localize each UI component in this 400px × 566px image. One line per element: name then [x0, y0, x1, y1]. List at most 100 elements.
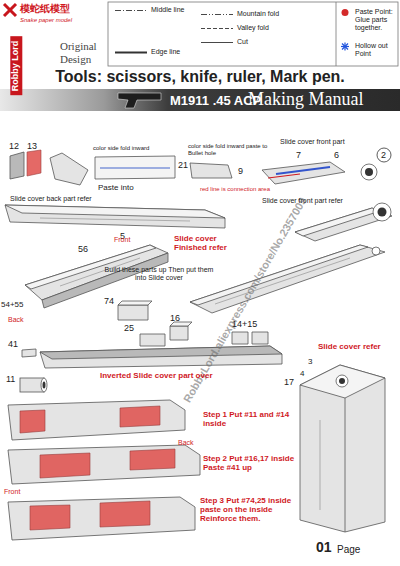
direction-tag: Back — [8, 316, 24, 324]
top-parts — [95, 156, 175, 179]
legend-text: Paste Point: Glue parts together. — [355, 8, 399, 32]
cut-line-sample — [200, 38, 234, 47]
legend-frame — [108, 2, 398, 66]
part-number: 3 — [308, 357, 312, 366]
valley-fold-sample — [201, 28, 233, 29]
part-number: 56 — [78, 244, 88, 254]
inner-parts — [118, 301, 152, 305]
legend-item: Valley fold — [200, 24, 269, 33]
slide-inverted — [43, 382, 46, 389]
legend-text: Cut — [237, 38, 248, 46]
hollow-out-symbol — [341, 43, 349, 51]
slide-assembly — [300, 365, 385, 532]
legend-text: Middle line — [151, 6, 184, 14]
slide-assembly — [336, 375, 348, 387]
inner-parts — [252, 332, 268, 344]
slide-front-part — [373, 203, 391, 221]
paste-point-dot — [342, 9, 349, 16]
title-banner — [0, 89, 400, 111]
part-number: 25 — [124, 323, 134, 333]
paste-point-dot — [340, 8, 352, 17]
top-parts — [276, 167, 330, 174]
part-caption: Slide cover Finished refer — [174, 234, 236, 252]
cut-line-sample — [201, 42, 233, 43]
step-slides — [20, 410, 45, 433]
slide-back-part — [40, 218, 190, 221]
direction-tag: Front — [114, 236, 130, 244]
slide-back-part — [5, 205, 225, 228]
slide-long — [190, 245, 385, 313]
legend-text: Edge line — [151, 48, 180, 56]
top-parts — [361, 164, 377, 180]
part-number: 11 — [6, 374, 15, 384]
top-parts — [27, 150, 41, 176]
legend-text: Hollow out Point — [355, 42, 399, 58]
logo-mark — [4, 4, 16, 16]
top-parts — [50, 153, 88, 185]
slide-back-part — [5, 205, 225, 228]
top-parts — [190, 163, 232, 178]
design-note: Original Design — [60, 40, 105, 65]
part-number: 7 — [296, 150, 301, 160]
node-heading: M1911 .45 ACP — [170, 93, 261, 108]
slide-front-part — [295, 208, 380, 236]
step-note: Step 2 Put #16,17 inside Paste #41 up — [203, 454, 295, 472]
slide-inverted — [20, 346, 282, 392]
step-note: Step 3 Put #74,25 inside paste on the in… — [200, 496, 295, 524]
step-slides — [30, 505, 70, 530]
step-slides — [120, 406, 160, 427]
slide-long — [215, 258, 350, 304]
part-number: 13 — [27, 141, 37, 151]
legend-item: Middle line — [114, 6, 184, 15]
slide-long — [190, 245, 385, 313]
title-banner: M1911 .45 ACPMaking Manual — [0, 89, 400, 111]
part-number: 17 — [284, 377, 294, 387]
node-heading: Robby Lord — [10, 37, 22, 96]
part-number: 14+15 — [232, 319, 257, 329]
part-caption: Slide cover front part refer — [262, 197, 343, 205]
step-slides — [8, 400, 200, 540]
direction-tag: Back — [178, 439, 194, 447]
inner-parts — [170, 326, 188, 340]
valley-fold-sample — [200, 24, 234, 33]
direction-tag: Front — [4, 488, 20, 496]
middle-line-sample — [114, 6, 148, 15]
slide-assembly — [300, 365, 385, 398]
tools-line: Tools: scissors, knife, ruler, Mark pen. — [0, 68, 400, 86]
hollow-out-symbol — [342, 44, 348, 50]
step-slides — [100, 501, 150, 527]
fold-note: color side fold inward paste to Bullet h… — [188, 143, 268, 157]
page-word: Page — [337, 544, 360, 556]
edge-line-sample — [115, 52, 147, 54]
top-parts — [10, 152, 24, 179]
mountain-fold-sample — [201, 14, 233, 15]
brand-name: 模蛇纸模型 — [20, 3, 70, 15]
part-caption: Slide cover front part — [280, 138, 345, 146]
top-parts — [100, 167, 170, 168]
part-number: 41 — [8, 339, 18, 349]
part-number: 74 — [104, 296, 114, 306]
legend-item: Paste Point: Glue parts together. — [340, 8, 399, 32]
legend-frame — [108, 2, 398, 66]
slide-inverted — [41, 378, 47, 392]
inner-parts — [232, 332, 248, 344]
hollow-out-symbol — [342, 44, 348, 50]
title-banner — [0, 89, 400, 111]
brand-logo: Robby Lord — [10, 37, 22, 96]
slide-assembly — [320, 420, 321, 510]
slide-assembly — [345, 398, 346, 532]
slide-front-part — [295, 203, 392, 241]
slide-inverted — [40, 346, 282, 359]
part-number: 9 — [238, 166, 243, 176]
step-slides — [40, 453, 90, 478]
slide-assembly — [300, 365, 385, 532]
legend-text: Mountain fold — [237, 10, 279, 18]
assembly-note: Build these parts up Then put them into … — [100, 266, 218, 282]
legend-text: Valley fold — [237, 24, 269, 32]
part-number: 21 — [178, 160, 188, 170]
slide-assembly — [339, 378, 345, 384]
step-slides — [8, 497, 195, 540]
step-slides — [8, 400, 185, 440]
